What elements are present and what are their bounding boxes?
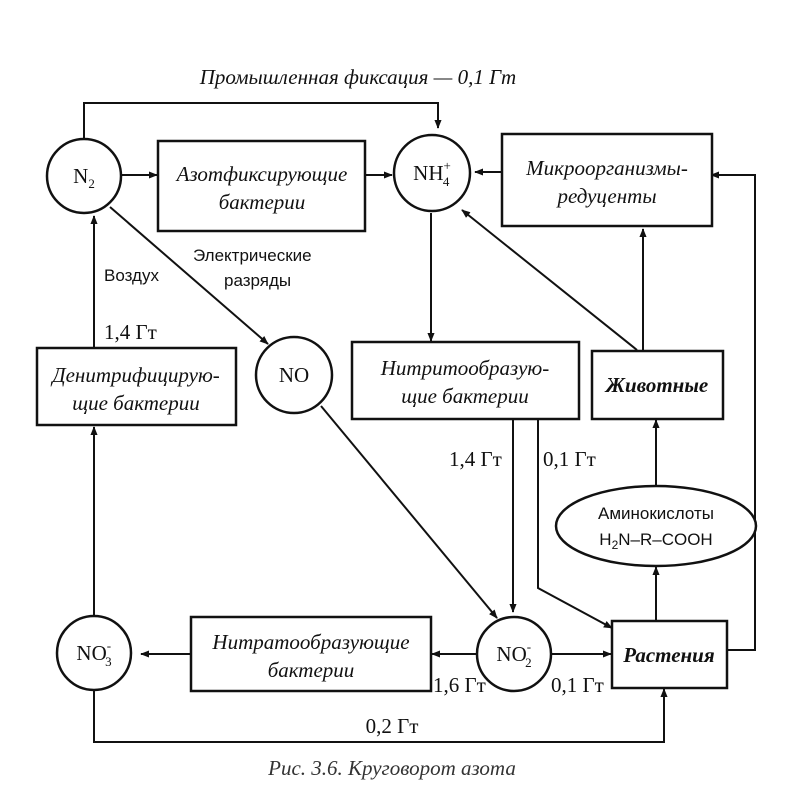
electric-discharges-label-line2: разряды bbox=[224, 271, 291, 290]
nitrite-forming-bacteria-box: Нитритообразую- щие бактерии bbox=[350, 340, 581, 421]
amino-formula-subscript: 2 bbox=[612, 538, 619, 552]
n2-base: N bbox=[73, 164, 88, 188]
microorganisms-line2: редуценты bbox=[555, 184, 656, 208]
electric-discharges-label-line1: Электрические bbox=[193, 246, 312, 265]
no-to-no2-arrow bbox=[320, 405, 498, 619]
no2-superscript: - bbox=[527, 639, 531, 654]
svg-text:N2: N2 bbox=[73, 164, 95, 191]
svg-text:NO-3: NO-3 bbox=[76, 638, 111, 669]
amino-formula-right: N–R–COOH bbox=[618, 530, 712, 549]
svg-text:NO-2: NO-2 bbox=[496, 639, 531, 670]
svg-text:NH+4: NH+4 bbox=[413, 158, 451, 189]
svg-text:H2N–R–COOH: H2N–R–COOH bbox=[599, 530, 712, 552]
nitrite-flow-label-a: 1,4 Гт bbox=[449, 447, 502, 471]
microorganisms-line1: Микроорганизмы- bbox=[525, 156, 688, 180]
amino-acids-ellipse: Аминокислоты H2N–R–COOH bbox=[554, 484, 758, 568]
no2-subscript: 2 bbox=[525, 655, 532, 670]
no3-to-plants-arrow bbox=[93, 688, 668, 743]
denitrification-flow-label: 1,4 Гт bbox=[104, 320, 157, 344]
microorganisms-decomposers-box: Микроорганизмы- редуценты bbox=[500, 132, 714, 228]
nitrogen-fixing-line2: бактерии bbox=[219, 190, 306, 214]
no3-to-plants-flow-label: 0,2 Гт bbox=[366, 714, 419, 738]
nitrogen-fixing-line1: Азотфиксирующие bbox=[175, 162, 348, 186]
no2-base: NO bbox=[496, 642, 526, 666]
nitrate-flow-label: 1,6 Гт bbox=[433, 673, 486, 697]
plants-to-micro-arrow bbox=[710, 171, 756, 651]
nitrite-flow-label-b: 0,1 Гт bbox=[543, 447, 596, 471]
nitrate-forming-bacteria-box: Нитратообразующие бактерии bbox=[189, 615, 433, 693]
animals-label: Животные bbox=[604, 373, 708, 397]
node-no3: NO-3 bbox=[55, 614, 133, 692]
node-nh4: NH+4 bbox=[392, 133, 472, 213]
nh4-base: NH bbox=[413, 161, 443, 185]
industrial-fixation-arrow bbox=[83, 102, 442, 148]
animals-box: Животные bbox=[590, 349, 725, 421]
nh4-superscript: + bbox=[444, 158, 451, 173]
node-n2: N2 bbox=[45, 137, 123, 215]
no-label: NO bbox=[279, 363, 309, 387]
n2-to-no-arrow bbox=[109, 206, 269, 345]
air-label: Воздух bbox=[104, 266, 159, 285]
amino-acids-line1: Аминокислоты bbox=[598, 504, 714, 523]
plants-label: Растения bbox=[622, 643, 715, 667]
industrial-fixation-label: Промышленная фиксация — 0,1 Гт bbox=[199, 65, 516, 89]
no3-superscript: - bbox=[107, 638, 111, 653]
n2-subscript: 2 bbox=[88, 176, 95, 191]
plants-box: Растения bbox=[610, 619, 729, 690]
node-no2: NO-2 bbox=[475, 615, 553, 693]
no3-base: NO bbox=[76, 641, 106, 665]
denitrifying-line2: щие бактерии bbox=[72, 391, 200, 415]
amino-formula-left: H bbox=[599, 530, 611, 549]
denitrifying-line1: Денитрифицирую- bbox=[50, 363, 220, 387]
figure-caption: Рис. 3.6. Круговорот азота bbox=[267, 756, 516, 780]
nitrate-forming-line1: Нитратообразующие bbox=[211, 630, 409, 654]
connectors bbox=[83, 102, 756, 743]
nh4-subscript: 4 bbox=[443, 174, 450, 189]
flow-labels: Промышленная фиксация — 0,1 Гт Электриче… bbox=[104, 65, 604, 738]
nitrite-to-plants-arrow bbox=[537, 420, 613, 629]
nitrite-forming-line1: Нитритообразую- bbox=[380, 356, 549, 380]
denitrifying-bacteria-box: Денитрифицирую- щие бактерии bbox=[35, 346, 238, 427]
node-no: NO bbox=[254, 335, 334, 415]
no2-to-plants-flow-label: 0,1 Гт bbox=[551, 673, 604, 697]
nitrogen-fixing-bacteria-box: Азотфиксирующие бактерии bbox=[156, 139, 367, 233]
nitrite-forming-line2: щие бактерии bbox=[401, 384, 529, 408]
animals-to-nh4-arrow bbox=[461, 209, 638, 351]
no3-subscript: 3 bbox=[105, 654, 112, 669]
nitrate-forming-line2: бактерии bbox=[268, 658, 355, 682]
